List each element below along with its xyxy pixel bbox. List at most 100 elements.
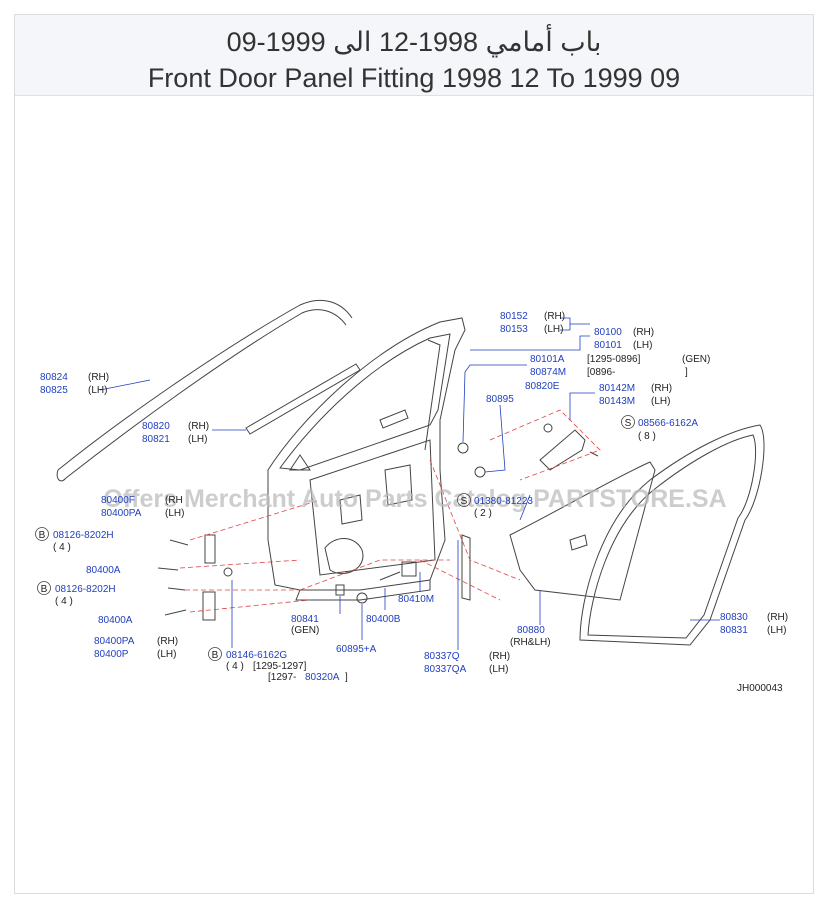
label-80142M-side: (RH)	[651, 383, 672, 394]
label-08566[interactable]: 08566-6162A	[638, 418, 698, 429]
bolt-08566[interactable]	[589, 451, 599, 457]
label-80153[interactable]: 80153	[500, 324, 528, 335]
label-08126-2-qty: ( 4 )	[55, 596, 73, 607]
door-shell[interactable]	[267, 317, 466, 601]
label-80143M-side: (LH)	[651, 396, 670, 407]
label-80400B[interactable]: 80400B	[366, 614, 401, 625]
diagram-frame	[14, 14, 814, 894]
label-80153-side: (LH)	[544, 324, 563, 335]
door-opening-weatherstrip[interactable]	[579, 424, 765, 646]
label-80400F-side: (RH	[165, 495, 183, 506]
label-80410M[interactable]: 80410M	[398, 594, 434, 605]
label-80400PA-top[interactable]: 80400PA	[101, 508, 142, 519]
label-80320A-range: [1297-	[268, 672, 296, 683]
label-80100[interactable]: 80100	[594, 327, 622, 338]
label-80100-side: (RH)	[633, 327, 654, 338]
s-badge-letter: S	[625, 418, 632, 429]
b-badge-3-icon	[208, 647, 222, 661]
label-80825[interactable]: 80825	[40, 385, 68, 396]
leader-lines	[99, 317, 720, 650]
b-badge-2-letter: B	[41, 584, 48, 595]
label-80830[interactable]: 80830	[720, 612, 748, 623]
label-08146-range: [1295-1297]	[253, 661, 307, 672]
watermark: Offers Merchant Auto Parts Catalog PARTS…	[103, 485, 726, 513]
label-01380-qty: ( 2 )	[474, 508, 492, 519]
s-badge-icon	[621, 415, 635, 429]
label-80101A-range: [1295-0896]	[587, 354, 641, 365]
label-80821-side: (LH)	[188, 434, 207, 445]
label-80895[interactable]: 80895	[486, 394, 514, 405]
label-80874M-close: ]	[685, 367, 688, 378]
door-hinges[interactable]	[157, 534, 233, 621]
label-80830-side: (RH)	[767, 612, 788, 623]
label-80824[interactable]: 80824	[40, 372, 68, 383]
window-run-channel[interactable]	[461, 534, 471, 601]
s-badge-2-icon	[457, 493, 471, 507]
label-80320A[interactable]: 80320A	[305, 672, 340, 683]
label-08126-1[interactable]: 08126-8202H	[53, 530, 114, 541]
label-80874M-range: [0896-	[587, 367, 615, 378]
label-80824-side: (RH)	[88, 372, 109, 383]
label-80101A[interactable]: 80101A	[530, 354, 565, 365]
clip-80841[interactable]	[335, 584, 345, 596]
label-80831[interactable]: 80831	[720, 625, 748, 636]
label-80143M[interactable]: 80143M	[599, 396, 635, 407]
inner-weatherstrip[interactable]	[245, 363, 361, 435]
label-80820E[interactable]: 80820E	[525, 381, 560, 392]
label-80400PA-side: (RH)	[157, 636, 178, 647]
label-80142M[interactable]: 80142M	[599, 383, 635, 394]
diagram-code: JH000043	[737, 683, 783, 694]
title-arabic: باب أمامي 1998-12 الى 1999-09	[226, 27, 602, 57]
door-check[interactable]	[379, 561, 417, 581]
label-80400P[interactable]: 80400P	[94, 649, 129, 660]
label-80400F[interactable]: 80400F	[101, 495, 135, 506]
b-badge-3-letter: B	[212, 650, 219, 661]
label-80841-gen: (GEN)	[291, 625, 319, 636]
page-header: باب أمامي 1998-12 الى 1999-09 Front Door…	[15, 15, 813, 96]
label-80400A-2[interactable]: 80400A	[98, 615, 133, 626]
label-80400PA[interactable]: 80400PA	[94, 636, 135, 647]
label-80825-side: (LH)	[88, 385, 107, 396]
label-80101-side: (LH)	[633, 340, 652, 351]
label-80820-side: (RH)	[188, 421, 209, 432]
outer-weatherstrip[interactable]	[56, 299, 353, 482]
label-08146-qty: ( 4 )	[226, 661, 244, 672]
s-badge-2-letter: S	[461, 496, 468, 507]
label-80400A-1[interactable]: 80400A	[86, 565, 121, 576]
label-08566-qty: ( 8 )	[638, 431, 656, 442]
label-01380[interactable]: 01380-81223	[474, 496, 533, 507]
label-80400PA-top-side: (LH)	[165, 508, 184, 519]
label-08126-1-qty: ( 4 )	[53, 542, 71, 553]
label-80400P-side: (LH)	[157, 649, 176, 660]
label-80841[interactable]: 80841	[291, 614, 319, 625]
label-80874M[interactable]: 80874M	[530, 367, 566, 378]
label-80880-side: (RH&LH)	[510, 637, 551, 648]
label-80101[interactable]: 80101	[594, 340, 622, 351]
b-badge-1-letter: B	[39, 530, 46, 541]
label-80821[interactable]: 80821	[142, 434, 170, 445]
label-80101A-gen: (GEN)	[682, 354, 710, 365]
window-regulator[interactable]	[457, 423, 586, 471]
label-80337QA-side: (LH)	[489, 664, 508, 675]
label-80152-side: (RH)	[544, 311, 565, 322]
alignment-lines	[179, 409, 601, 613]
b-badge-1-icon	[35, 527, 49, 541]
plug-60895[interactable]	[356, 592, 368, 604]
label-80831-side: (LH)	[767, 625, 786, 636]
label-80320A-close: ]	[345, 672, 348, 683]
label-80337QA[interactable]: 80337QA	[424, 664, 467, 675]
window-glass[interactable]	[509, 461, 656, 601]
label-60895A[interactable]: 60895+A	[336, 644, 377, 655]
label-80820[interactable]: 80820	[142, 421, 170, 432]
label-08146[interactable]: 08146-6162G	[226, 650, 287, 661]
plug-80895[interactable]	[474, 466, 486, 478]
label-80337Q[interactable]: 80337Q	[424, 651, 460, 662]
label-80152[interactable]: 80152	[500, 311, 528, 322]
b-badge-2-icon	[37, 581, 51, 595]
part-labels: 80152 (RH) 80153 (LH) 80100 (RH) 80101 (…	[35, 311, 788, 694]
title-english: Front Door Panel Fitting 1998 12 To 1999…	[147, 63, 681, 93]
label-08126-2[interactable]: 08126-8202H	[55, 584, 116, 595]
label-80337Q-side: (RH)	[489, 651, 510, 662]
label-80880[interactable]: 80880	[517, 625, 545, 636]
